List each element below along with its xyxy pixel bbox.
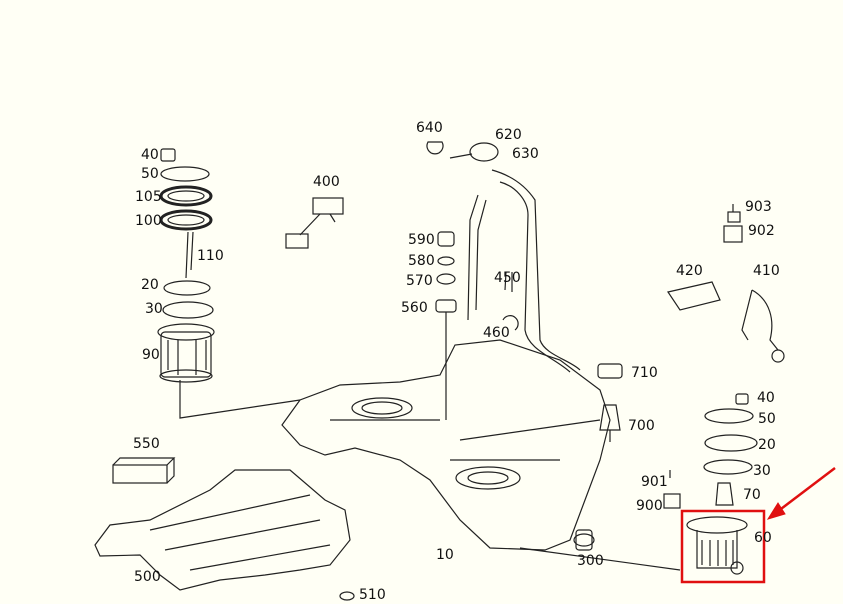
heat-shield-500 (94, 469, 351, 591)
callout: 40 (757, 390, 775, 406)
callout: 550 (133, 436, 160, 452)
callout: 110 (197, 248, 224, 264)
callout: 901 (641, 474, 668, 490)
callout: 630 (512, 146, 539, 162)
callout: 902 (748, 223, 775, 239)
callout: 100 (135, 213, 162, 229)
callout: 50 (141, 166, 159, 182)
isolator-stack (435, 231, 457, 420)
callout: 40 (141, 147, 159, 163)
callout: 420 (676, 263, 703, 279)
parts-710-700 (597, 363, 623, 442)
highlight-arrow (772, 467, 836, 516)
arrow-head (766, 502, 786, 520)
callout: 105 (135, 189, 162, 205)
callout: 590 (408, 232, 435, 248)
callout: 300 (577, 553, 604, 569)
callout: 580 (408, 253, 435, 269)
callout: 70 (743, 487, 761, 503)
fuel-tank (281, 339, 681, 571)
pump-assembly-left (157, 148, 301, 419)
pad-550 (112, 464, 168, 484)
callout: 460 (483, 325, 510, 341)
callout: 10 (436, 547, 454, 563)
callout: 560 (401, 300, 428, 316)
callout: 700 (628, 418, 655, 434)
part-300 (573, 529, 595, 551)
pump-assembly-right (663, 393, 758, 575)
sensors-right (667, 204, 785, 363)
callout: 20 (758, 437, 776, 453)
callout: 710 (631, 365, 658, 381)
callout: 50 (758, 411, 776, 427)
callout: 900 (636, 498, 663, 514)
callout: 20 (141, 277, 159, 293)
callout: 500 (134, 569, 161, 585)
highlight-box (680, 509, 766, 584)
callout: 90 (142, 347, 160, 363)
callout: 30 (145, 301, 163, 317)
callout: 410 (753, 263, 780, 279)
callout: 640 (416, 120, 443, 136)
callout: 570 (406, 273, 433, 289)
sender-400 (285, 197, 344, 249)
callout: 450 (494, 270, 521, 286)
callout: 620 (495, 127, 522, 143)
filler-neck (426, 141, 581, 373)
callout: 30 (753, 463, 771, 479)
callout: 510 (359, 587, 386, 603)
callout: 400 (313, 174, 340, 190)
callout-highlighted: 60 (754, 530, 772, 546)
part-510 (339, 591, 355, 601)
callout: 903 (745, 199, 772, 215)
